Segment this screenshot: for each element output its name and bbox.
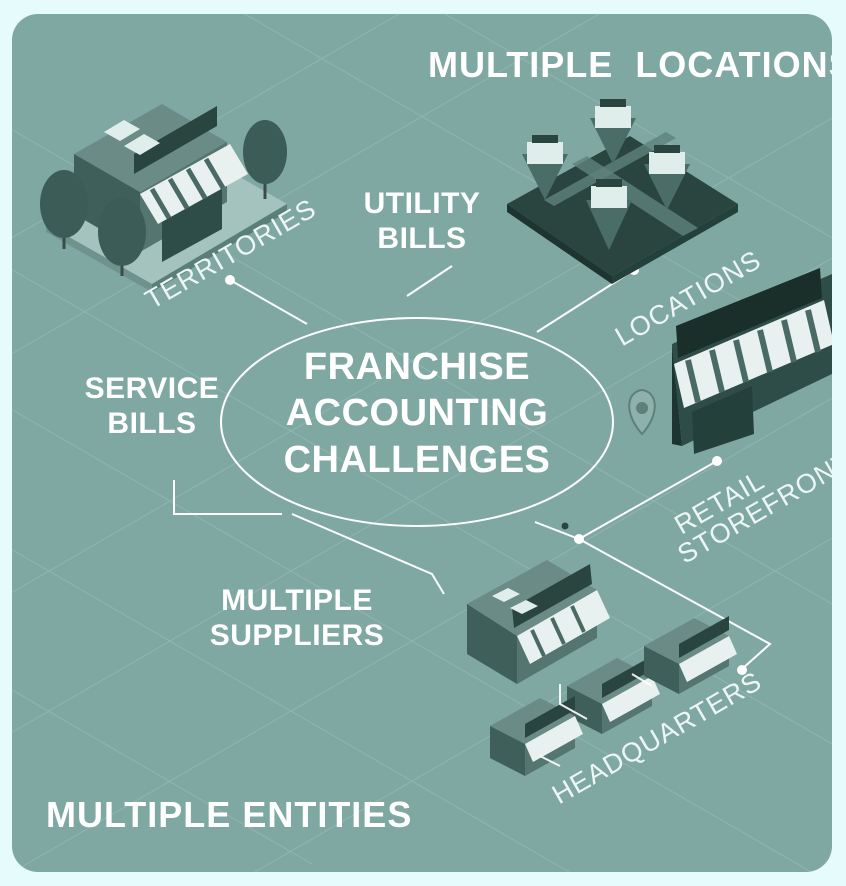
tree-icon bbox=[243, 120, 287, 199]
center-title-line: ACCOUNTING bbox=[285, 392, 549, 435]
map-pin-icon bbox=[590, 99, 636, 164]
headquarters-connector bbox=[578, 538, 772, 670]
utility-bills-line: UTILITY bbox=[363, 187, 481, 220]
center-ellipse bbox=[220, 317, 614, 527]
utility-connector bbox=[406, 265, 453, 297]
multiple-suppliers-label: MULTIPLE SUPPLIERS bbox=[182, 584, 412, 653]
map-pin-icon bbox=[522, 135, 568, 200]
map-pin-icon bbox=[586, 179, 632, 250]
infographic-panel: MULTIPLE LOCATIONS MULTIPLE ENTITIES FRA… bbox=[12, 14, 832, 872]
retail-storefront bbox=[628, 268, 832, 454]
utility-bills-label: UTILITY BILLS bbox=[342, 187, 502, 256]
territories-connector bbox=[229, 279, 308, 325]
isometric-scene bbox=[12, 14, 832, 872]
multiple-entities-heading: MULTIPLE ENTITIES bbox=[46, 794, 413, 835]
service-connector bbox=[173, 480, 282, 515]
territories-building bbox=[40, 104, 287, 292]
locations-map bbox=[507, 99, 738, 284]
multiple-suppliers-line: SUPPLIERS bbox=[209, 618, 385, 652]
center-title-line: FRANCHISE bbox=[303, 346, 531, 388]
headquarters-buildings bbox=[467, 560, 737, 776]
service-bills-line: BILLS bbox=[107, 406, 197, 440]
utility-bills-line: BILLS bbox=[377, 221, 467, 255]
map-pin-icon bbox=[644, 145, 690, 210]
suppliers-connector bbox=[291, 513, 445, 595]
map-pin-icon bbox=[628, 388, 656, 436]
multiple-suppliers-line: MULTIPLE bbox=[221, 584, 373, 617]
connector-lines bbox=[173, 265, 772, 670]
tree-icon bbox=[98, 198, 146, 276]
multiple-locations-heading: MULTIPLE LOCATIONS bbox=[428, 44, 832, 85]
service-bills-line: SERVICE bbox=[84, 372, 220, 405]
center-title: FRANCHISE ACCOUNTING CHALLENGES bbox=[267, 344, 567, 483]
service-bills-label: SERVICE BILLS bbox=[72, 372, 232, 441]
tree-icon bbox=[40, 170, 88, 249]
center-title-line: CHALLENGES bbox=[283, 438, 551, 481]
